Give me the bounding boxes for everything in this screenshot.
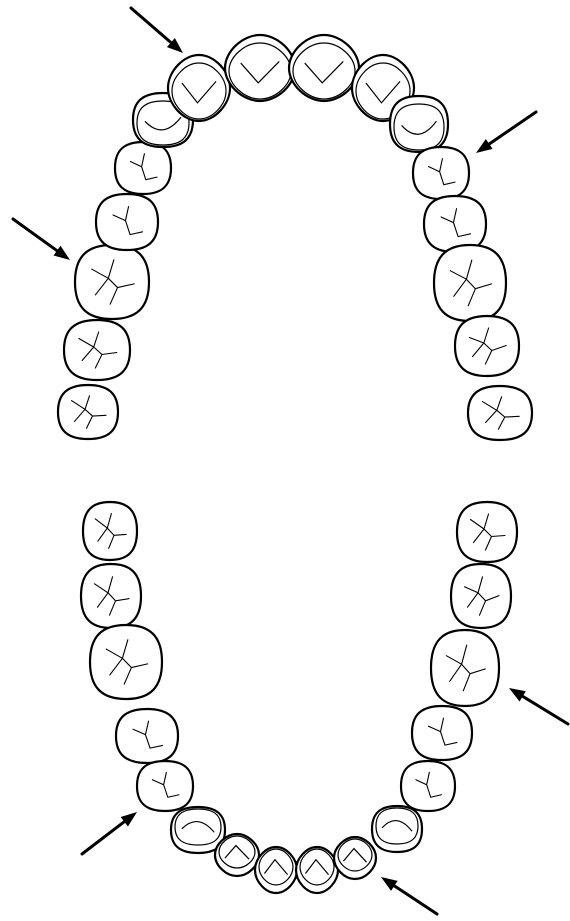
tooth-u-r-i1 xyxy=(225,35,295,101)
lower-arch xyxy=(81,502,517,893)
tooth-u-r-pm1 xyxy=(115,142,171,194)
pointer-arrow-5 xyxy=(82,812,137,854)
tooth-u-l-i1 xyxy=(289,35,359,101)
tooth-l-r-i2 xyxy=(215,834,259,876)
tooth-l-l-pm1 xyxy=(401,761,455,811)
tooth-u-l-m3 xyxy=(468,386,532,440)
tooth-l-r-m2 xyxy=(81,564,141,628)
arrow-group xyxy=(13,8,568,914)
tooth-u-r-pm2 xyxy=(96,194,158,250)
tooth-u-l-m1 xyxy=(434,245,506,321)
tooth-l-l-m3 xyxy=(457,502,517,562)
tooth-u-l-pm2 xyxy=(424,196,486,252)
tooth-l-l-m1 xyxy=(431,630,499,706)
tooth-l-l-i2 xyxy=(334,837,376,879)
tooth-l-r-pm2 xyxy=(116,709,178,763)
pointer-arrow-1 xyxy=(131,8,183,53)
tooth-u-r-m3 xyxy=(58,385,118,439)
tooth-l-r-pm1 xyxy=(137,761,193,811)
tooth-l-l-m2 xyxy=(451,564,511,628)
tooth-l-l-i1 xyxy=(296,847,338,893)
pointer-arrow-3 xyxy=(476,112,536,153)
tooth-l-r-m3 xyxy=(83,502,137,560)
tooth-l-l-c xyxy=(372,806,422,852)
tooth-u-r-i2 xyxy=(168,55,230,121)
tooth-u-r-m2 xyxy=(64,320,130,380)
tooth-l-r-m1 xyxy=(90,625,162,699)
tooth-u-l-m2 xyxy=(455,316,519,376)
tooth-l-l-pm2 xyxy=(412,706,472,760)
tooth-u-r-m1 xyxy=(75,245,149,319)
pointer-arrow-4 xyxy=(509,688,568,724)
pointer-arrow-2 xyxy=(13,219,70,260)
pointer-arrow-6 xyxy=(381,877,437,914)
tooth-l-r-i1 xyxy=(255,847,297,893)
tooth-u-l-pm1 xyxy=(413,147,469,199)
upper-arch xyxy=(58,35,532,440)
tooth-u-l-c xyxy=(390,96,448,152)
